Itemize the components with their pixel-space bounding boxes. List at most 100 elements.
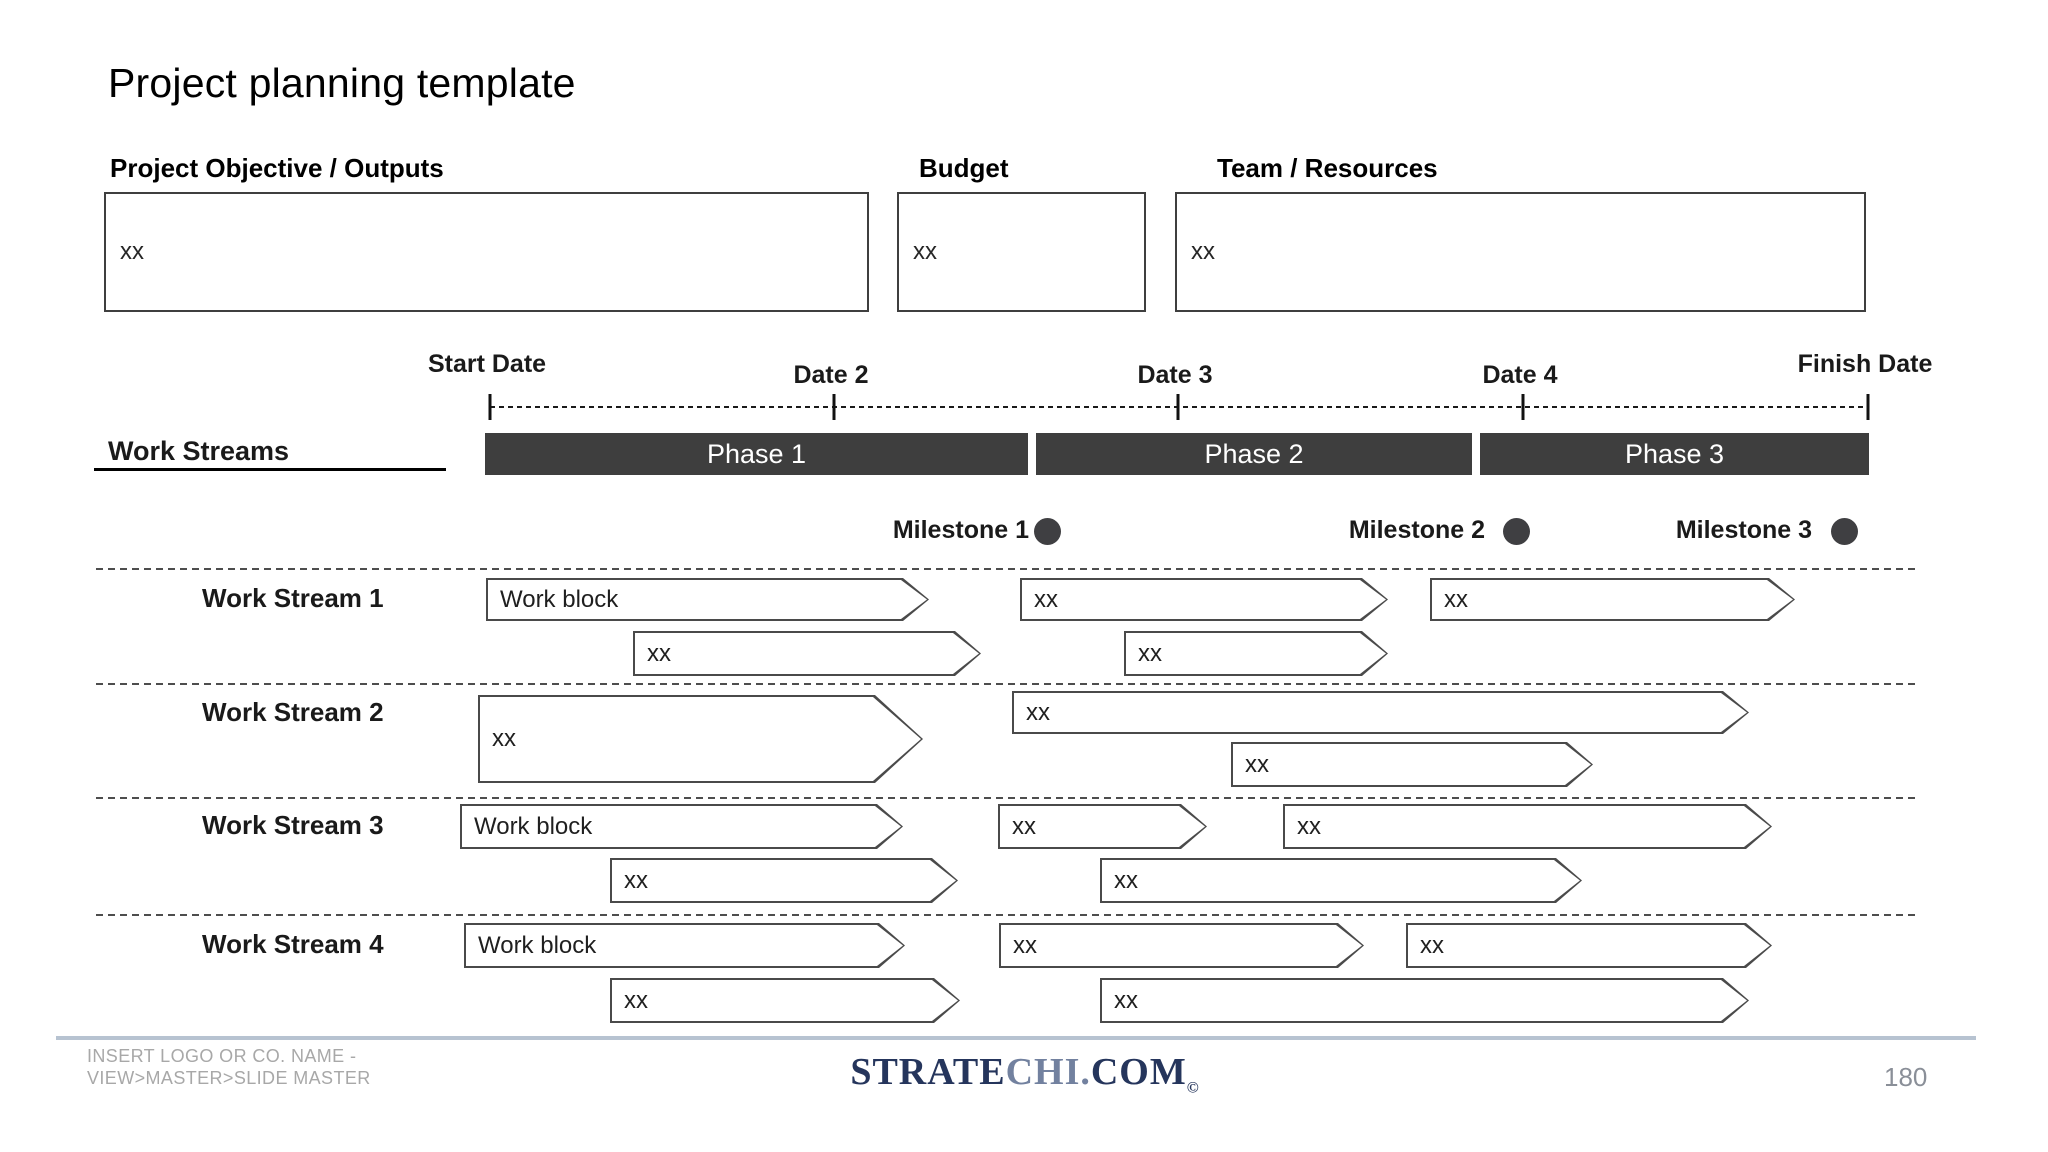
arrow-fill (1126, 633, 1386, 674)
info-box-label-2: Team / Resources (1217, 153, 1438, 183)
arrow-fill (1001, 925, 1362, 966)
arrow-label: xx (647, 639, 671, 667)
info-box-2: xx (1175, 192, 1866, 312)
work-streams-heading: Work Streams (108, 436, 290, 466)
arrow-label: xx (624, 986, 648, 1014)
milestone-label-0: Milestone 1 (892, 516, 1029, 544)
work-block-arrow-2-4: xx (1100, 858, 1582, 903)
date-label-1: Date 2 (793, 361, 869, 389)
arrow-fill (462, 806, 901, 847)
milestone-dot-1 (1503, 518, 1530, 545)
arrow-label: xx (1034, 585, 1058, 613)
logo-segment-0: STRATE (850, 1051, 1006, 1093)
work-block-arrow-1-2: xx (1231, 742, 1593, 787)
phase-bar-0: Phase 1 (485, 433, 1028, 475)
work-block-arrow-0-3: xx (633, 631, 981, 676)
arrow-label: xx (492, 725, 516, 752)
arrow-label: Work block (478, 931, 597, 959)
info-box-placeholder-2: xx (1191, 238, 1215, 265)
footer-note-line1: INSERT LOGO OR CO. NAME - (87, 1046, 357, 1066)
arrow-fill (1408, 925, 1770, 966)
arrow-label: xx (1444, 585, 1468, 613)
date-tick-4 (1866, 394, 1870, 420)
arrow-fill (1022, 580, 1386, 619)
date-tick-3 (1521, 394, 1525, 420)
milestone-label-2: Milestone 3 (1675, 516, 1812, 544)
info-box-label-0: Project Objective / Outputs (110, 153, 444, 183)
page-title: Project planning template (108, 60, 576, 106)
arrow-fill (1233, 744, 1591, 785)
work-stream-label-1: Work Stream 2 (202, 697, 384, 727)
work-block-arrow-2-3: xx (610, 858, 958, 903)
arrow-fill (1000, 806, 1205, 847)
work-block-arrow-3-4: xx (1100, 978, 1749, 1023)
work-block-arrow-1-0: xx (478, 695, 923, 783)
arrow-fill (1285, 806, 1770, 847)
info-box-0: xx (104, 192, 869, 312)
work-block-arrow-3-1: xx (999, 923, 1364, 968)
info-box-placeholder-1: xx (913, 238, 937, 265)
work-block-arrow-2-1: xx (998, 804, 1207, 849)
work-block-arrow-1-1: xx (1012, 691, 1749, 734)
phase-bar-2: Phase 3 (1480, 433, 1869, 475)
arrow-fill (1432, 580, 1793, 619)
arrow-label: xx (1026, 698, 1050, 726)
work-block-arrow-2-2: xx (1283, 804, 1772, 849)
arrow-fill (480, 697, 921, 781)
row-separator-1 (96, 683, 1918, 685)
arrow-fill (612, 980, 958, 1021)
work-block-arrow-0-4: xx (1124, 631, 1388, 676)
arrow-fill (488, 580, 927, 619)
phase-bar-1: Phase 2 (1036, 433, 1472, 475)
work-block-arrow-0-1: xx (1020, 578, 1388, 621)
info-box-placeholder-0: xx (120, 238, 144, 265)
milestone-label-1: Milestone 2 (1348, 516, 1485, 544)
arrow-fill (1102, 860, 1580, 901)
milestone-dot-2 (1831, 518, 1858, 545)
date-label-0: Start Date (427, 350, 547, 378)
date-label-2: Date 3 (1137, 361, 1213, 389)
arrow-label: Work block (474, 812, 593, 840)
logo-segment-1: CHI. (1005, 1051, 1091, 1093)
date-tick-0 (488, 394, 492, 420)
work-stream-label-2: Work Stream 3 (202, 810, 384, 840)
date-label-3: Date 4 (1482, 361, 1558, 389)
work-block-arrow-2-0: Work block (460, 804, 903, 849)
arrow-fill (635, 633, 979, 674)
footer-note-line2: VIEW>MASTER>SLIDE MASTER (87, 1068, 371, 1088)
work-block-arrow-0-0: Work block (486, 578, 929, 621)
work-block-arrow-3-0: Work block (464, 923, 905, 968)
logo-copyright-mark: © (1186, 1079, 1200, 1097)
arrow-fill (1014, 693, 1747, 732)
arrow-fill (1102, 980, 1747, 1021)
date-tick-1 (832, 394, 836, 420)
arrow-label: xx (1138, 639, 1162, 667)
arrow-label: xx (1012, 812, 1036, 840)
info-box-label-1: Budget (919, 153, 1009, 183)
work-streams-underline (94, 468, 446, 471)
work-stream-label-3: Work Stream 4 (202, 929, 384, 959)
stratechi-logo: STRATECHI.COM© (795, 1050, 1255, 1098)
work-stream-label-0: Work Stream 1 (202, 583, 384, 613)
work-block-arrow-3-2: xx (1406, 923, 1772, 968)
info-box-1: xx (897, 192, 1146, 312)
page-number: 180 (1884, 1062, 1928, 1092)
work-block-arrow-0-2: xx (1430, 578, 1795, 621)
work-block-arrow-3-3: xx (610, 978, 960, 1023)
milestone-dot-0 (1034, 518, 1061, 545)
date-label-4: Finish Date (1797, 350, 1933, 378)
arrow-label: Work block (500, 585, 619, 613)
logo-segment-2: COM (1090, 1051, 1187, 1093)
row-separator-0 (96, 568, 1918, 570)
row-separator-3 (96, 914, 1918, 916)
arrow-label: xx (1420, 931, 1444, 959)
arrow-label: xx (1297, 812, 1321, 840)
arrow-label: xx (1114, 986, 1138, 1014)
arrow-label: xx (624, 866, 648, 894)
arrow-label: xx (1114, 866, 1138, 894)
arrow-label: xx (1013, 931, 1037, 959)
date-tick-2 (1176, 394, 1180, 420)
row-separator-2 (96, 797, 1918, 799)
footer-divider (56, 1036, 1976, 1040)
